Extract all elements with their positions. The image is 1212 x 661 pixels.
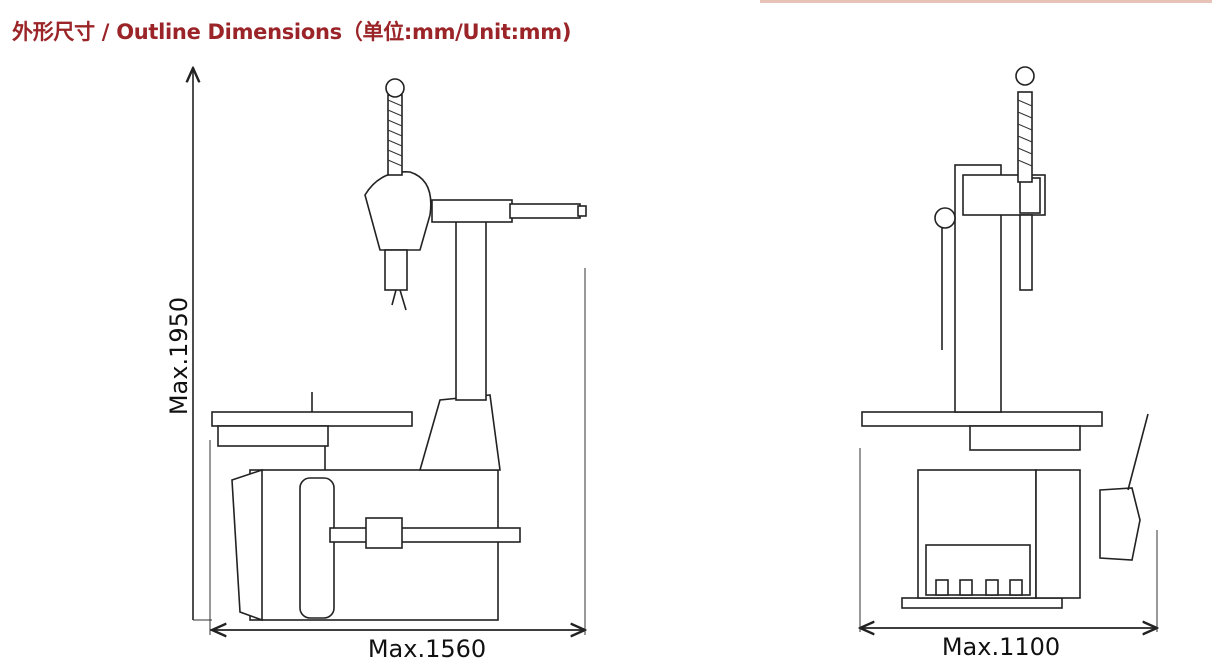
height-label: Max.1950 (165, 297, 193, 415)
side-width-label: Max.1560 (368, 635, 486, 661)
page-title: 外形尺寸 / Outline Dimensions（单位:mm/Unit:mm) (12, 20, 572, 44)
front-width-label: Max.1100 (942, 633, 1060, 661)
side-view-machine (193, 68, 587, 635)
top-accent-bar (760, 0, 1212, 3)
front-view-machine (860, 66, 1157, 632)
